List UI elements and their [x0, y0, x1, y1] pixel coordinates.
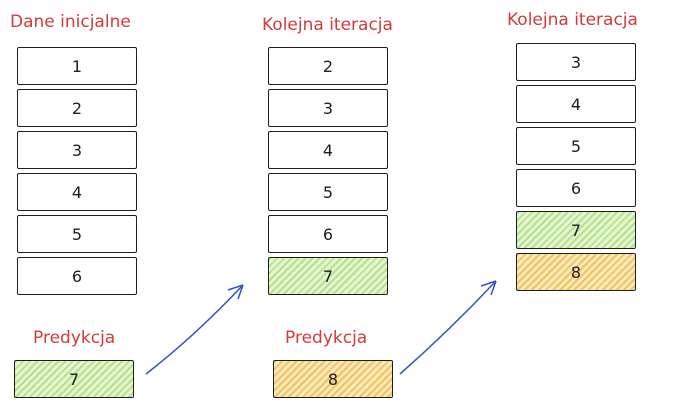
cell: 6 [17, 257, 137, 295]
cell: 6 [268, 215, 388, 253]
cell: 6 [516, 169, 636, 207]
prediction-cell-1: 7 [14, 360, 134, 398]
prediction-label-2: Predykcja [285, 328, 368, 348]
cell-green: 7 [516, 211, 636, 249]
cell-orange: 8 [516, 253, 636, 291]
column-title-initial: Dane inicjalne [10, 12, 131, 32]
cell: 4 [17, 173, 137, 211]
column-title-iteration-1: Kolejna iteracja [262, 15, 393, 35]
cell-green: 7 [268, 257, 388, 295]
column-iteration-1: 2 3 4 5 6 7 [268, 47, 388, 299]
column-title-iteration-2: Kolejna iteracja [507, 10, 638, 30]
cell: 4 [268, 131, 388, 169]
cell: 3 [516, 43, 636, 81]
prediction-label-1: Predykcja [33, 328, 116, 348]
cell: 5 [516, 127, 636, 165]
cell: 5 [17, 215, 137, 253]
column-iteration-2: 3 4 5 6 7 8 [516, 43, 636, 295]
cell: 2 [268, 47, 388, 85]
cell: 1 [17, 47, 137, 85]
cell: 4 [516, 85, 636, 123]
cell: 2 [17, 89, 137, 127]
cell: 5 [268, 173, 388, 211]
cell: 3 [268, 89, 388, 127]
cell: 3 [17, 131, 137, 169]
prediction-cell-2: 8 [273, 360, 393, 398]
column-initial: 1 2 3 4 5 6 [17, 47, 137, 299]
